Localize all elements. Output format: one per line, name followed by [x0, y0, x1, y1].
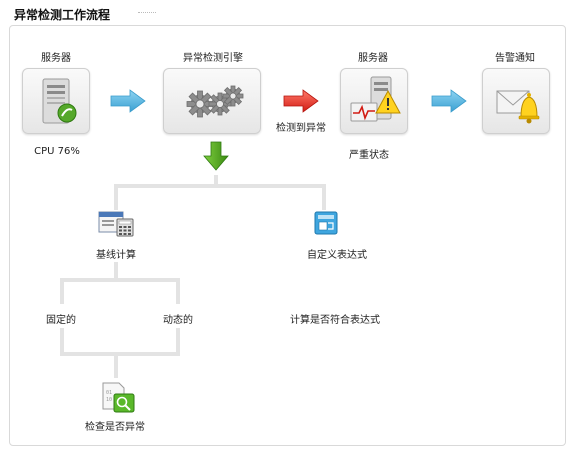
fixed-label: 固定的	[46, 315, 76, 326]
engine-node[interactable]	[163, 68, 261, 134]
alert-label: 告警通知	[495, 53, 535, 64]
connector-dynamic-up	[176, 328, 180, 356]
connector-bottom-horizontal	[60, 352, 180, 356]
title-decoration	[138, 12, 156, 13]
connector-fixed-up	[60, 328, 64, 356]
server2-caption: 严重状态	[349, 150, 389, 161]
svg-text:10: 10	[106, 397, 112, 403]
server-warning-icon	[350, 76, 401, 122]
connector-baseline-down	[114, 262, 118, 280]
arrow-down-icon	[203, 141, 229, 171]
engine-label: 异常检测引擎	[183, 53, 243, 64]
expression-label: 自定义表达式	[307, 250, 367, 261]
connector-check-drop	[114, 352, 118, 378]
gears-icon	[186, 85, 244, 118]
expression-icon	[314, 211, 338, 235]
server2-label: 服务器	[358, 53, 388, 64]
baseline-label: 基线计算	[96, 250, 136, 261]
connector-left-drop	[114, 184, 118, 210]
connector-vertical-top	[214, 175, 218, 187]
alert-node[interactable]	[482, 68, 550, 134]
server1-caption: CPU 76%	[34, 146, 80, 157]
dynamic-label: 动态的	[163, 315, 193, 326]
calculator-icon	[98, 211, 134, 237]
connector-baseline-horizontal	[60, 278, 180, 282]
connector-dynamic-drop	[176, 278, 180, 304]
expression-sub-label: 计算是否符合表达式	[290, 315, 380, 326]
workflow-panel	[9, 25, 566, 446]
server1-label: 服务器	[41, 53, 71, 64]
arrow-right-icon	[110, 89, 146, 113]
server-icon	[42, 78, 77, 124]
check-label: 检查是否异常	[85, 422, 145, 433]
search-document-icon: 01 10	[102, 382, 135, 413]
server1-node[interactable]	[22, 68, 90, 134]
connector-fixed-drop	[60, 278, 64, 304]
arrow-right-alert-icon	[283, 89, 319, 113]
svg-text:01: 01	[106, 390, 112, 396]
connector-right-drop	[322, 184, 326, 210]
arrow-right-icon	[431, 89, 467, 113]
connector-horizontal-top	[114, 184, 326, 188]
server2-node[interactable]	[340, 68, 408, 134]
detected-edge-label: 检测到异常	[276, 123, 326, 134]
mail-bell-icon	[496, 90, 540, 124]
page-title: 异常检测工作流程	[14, 8, 111, 22]
